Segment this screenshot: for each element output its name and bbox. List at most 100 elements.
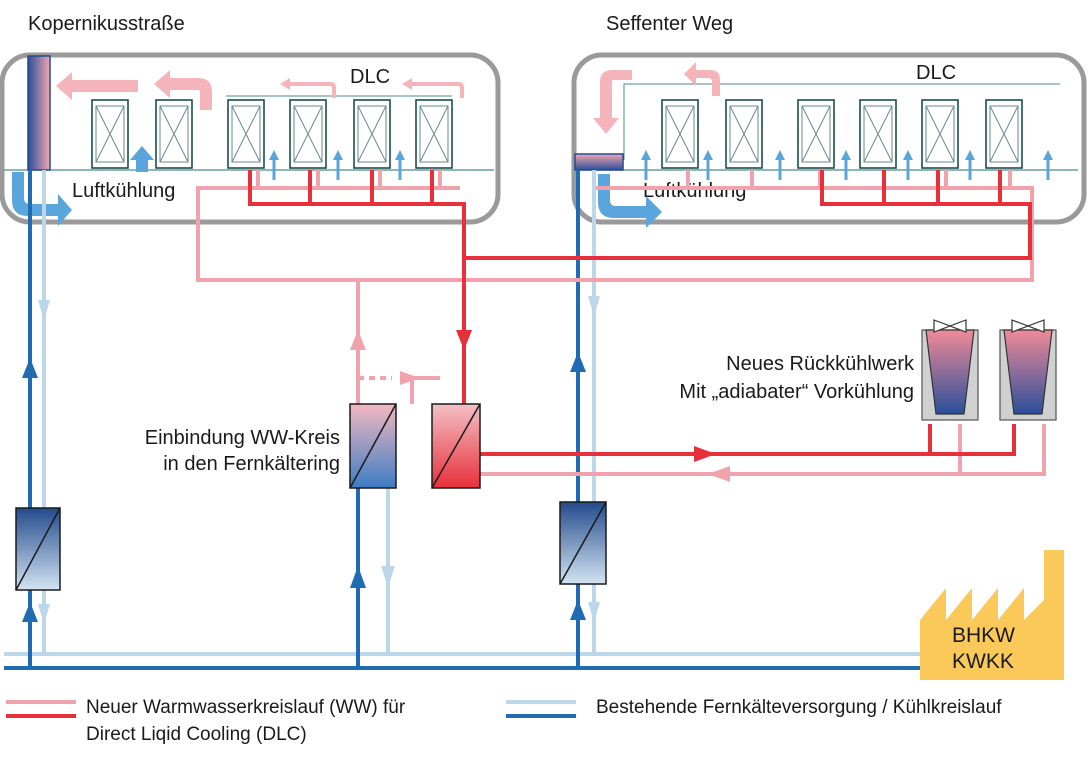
server-rack — [353, 99, 391, 169]
air-arrow-left-4 — [402, 78, 464, 98]
heat-exchanger-right-diagonal — [559, 501, 607, 585]
arrow-down-red — [456, 330, 472, 350]
riser-left — [27, 55, 51, 171]
cooling-tower-body — [925, 329, 975, 415]
cooling-tower-label-line1: Neues Rückkühlwerk — [726, 353, 915, 375]
server-rack-cross — [95, 105, 125, 163]
server-rack — [91, 99, 129, 169]
air-cooling-arrow-up-left — [130, 146, 154, 172]
air-cooling-arrow-left — [12, 172, 72, 226]
arrow-down-lightblue — [588, 296, 600, 316]
air-arrow-left-2 — [154, 70, 212, 110]
arrow-up-blue — [570, 600, 586, 620]
building-left-name: Kopernikusstraße — [28, 13, 185, 35]
server-rack-cross — [989, 105, 1019, 163]
arrow-up-blue — [350, 566, 366, 588]
server-rack-cross — [357, 105, 387, 163]
server-rack-inner — [95, 105, 125, 163]
integration-label-line2: in den Fernkältering — [163, 453, 340, 475]
plant-label-line2: KWKK — [952, 650, 1014, 673]
small-air-arrow — [903, 150, 913, 180]
air-arrow-right-2 — [684, 62, 720, 96]
server-rack — [859, 99, 897, 169]
heat-exchanger-left — [15, 507, 61, 591]
warm-return-pipe-link — [410, 376, 440, 404]
server-rack-inner — [729, 105, 759, 163]
dlc-label-right: DLC — [916, 62, 956, 84]
flow-arrowheads — [22, 296, 730, 624]
arrow-up-blue — [570, 352, 586, 372]
small-air-arrow — [395, 150, 405, 180]
building-right-name: Seffenter Weg — [606, 13, 733, 35]
air-cooling-label-right: Luftkühlung — [643, 180, 746, 202]
legend: Neuer Warmwasserkreislauf (WW) für Direc… — [6, 697, 1002, 745]
air-cooling-label-left: Luftkühlung — [72, 180, 175, 202]
server-rack — [289, 99, 327, 169]
server-rack — [725, 99, 763, 169]
cooling-tower-body — [1003, 329, 1053, 415]
arrow-up-blue — [22, 602, 38, 622]
cooling-towers — [921, 319, 1057, 421]
small-air-arrow — [269, 150, 279, 180]
power-plant: BHKW KWKK — [920, 550, 1064, 680]
warm-supply-pipe-left — [248, 170, 466, 404]
warm-return-pipe-left — [196, 186, 1034, 282]
arrow-down-lightblue — [588, 602, 600, 622]
arrow-down-lightblue — [38, 300, 50, 320]
arrow-down-lightblue — [381, 566, 395, 588]
factory-icon — [920, 550, 1064, 680]
heat-exchanger-tower — [431, 403, 481, 489]
small-air-arrow — [1043, 150, 1053, 180]
dlc-label-left: DLC — [350, 66, 390, 88]
arrow-right-pink — [400, 371, 420, 385]
server-rack-inner — [665, 105, 695, 163]
air-cooling-arrows — [12, 146, 662, 228]
arrow-up-pink — [350, 330, 366, 350]
small-air-arrow — [641, 150, 651, 180]
server-rack-inner — [419, 105, 449, 163]
air-arrow-left-3 — [280, 78, 336, 98]
arrow-left-pink — [708, 466, 730, 482]
cooling-tower — [999, 319, 1057, 421]
legend-ww-line2: Direct Liqid Cooling (DLC) — [86, 724, 307, 745]
server-rack-inner — [159, 105, 189, 163]
heat-exchanger-left-diagonal — [15, 507, 61, 591]
server-rack-inner — [801, 105, 831, 163]
server-rack-inner — [863, 105, 893, 163]
cooling-tower — [921, 319, 979, 421]
server-rack-inner — [293, 105, 323, 163]
building-left — [0, 52, 501, 225]
fan-icon — [1011, 319, 1045, 333]
server-rack-cross — [419, 105, 449, 163]
server-rack — [921, 99, 959, 169]
air-cooling-arrow-right — [598, 174, 662, 228]
ceiling-line-right — [623, 83, 1060, 160]
warm-return-pipe-tower — [480, 424, 962, 476]
small-air-arrow — [841, 150, 851, 180]
warm-supply-pipe-tower-2 — [930, 424, 1016, 456]
arrow-up-blue — [22, 358, 38, 378]
server-rack-inner — [925, 105, 955, 163]
heat-exchanger-integration-diagonal — [349, 403, 397, 489]
heat-exchanger-tower-diagonal — [431, 403, 481, 489]
air-arrow-right-1 — [593, 70, 632, 134]
arrow-right-red — [694, 446, 716, 462]
server-rack — [797, 99, 835, 169]
legend-cold-line1: Bestehende Fernkälteversorgung / Kühlkre… — [596, 697, 1002, 718]
server-rack-cross — [665, 105, 695, 163]
server-rack-frame — [985, 99, 1023, 169]
warm-supply-pipe-tower — [480, 424, 932, 456]
server-rack-cross — [801, 105, 831, 163]
small-air-arrow — [703, 150, 713, 180]
small-air-arrow — [965, 150, 975, 180]
fan-icon — [933, 319, 967, 333]
building-right — [571, 52, 1087, 225]
small-air-arrows — [269, 150, 1053, 180]
server-rack — [985, 99, 1023, 169]
heat-exchanger-right — [559, 501, 607, 585]
server-rack-cross — [729, 105, 759, 163]
server-rack — [415, 99, 453, 169]
integration-label-line1: Einbindung WW-Kreis — [145, 427, 340, 449]
server-rack-cross — [231, 105, 261, 163]
